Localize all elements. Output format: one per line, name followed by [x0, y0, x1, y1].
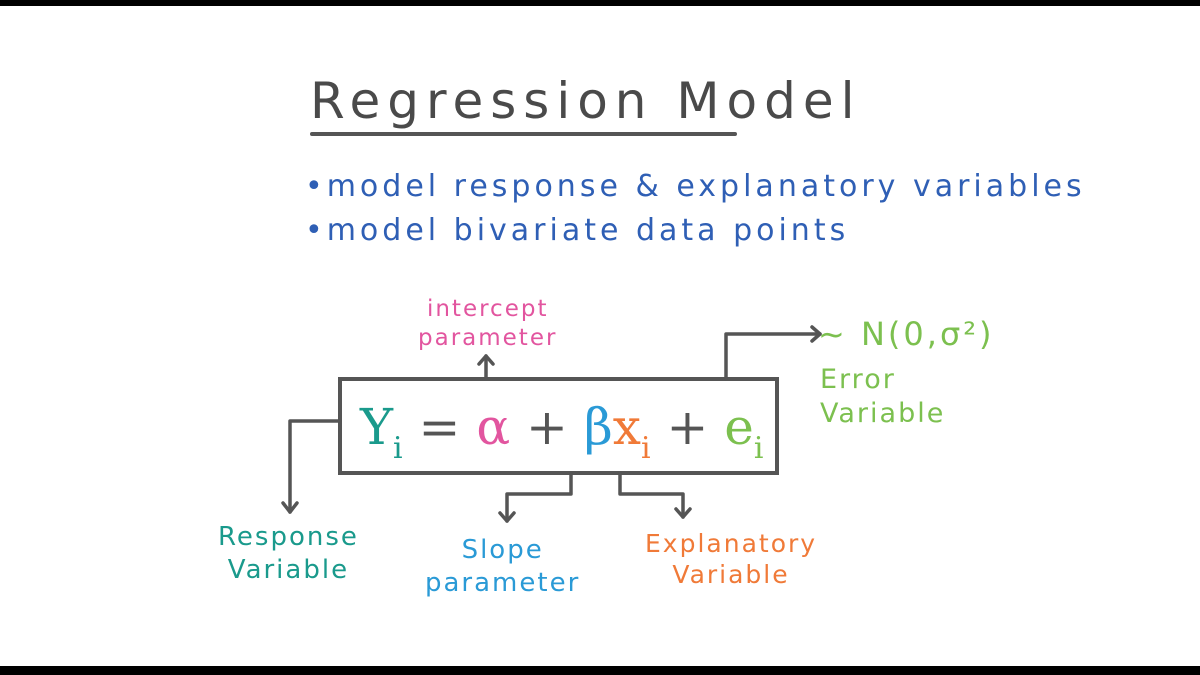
response-arrow: [288, 419, 342, 514]
slope-label-line: Slope: [461, 535, 544, 565]
intercept-arrowhead: [477, 354, 495, 366]
beta-symbol: β: [583, 398, 613, 456]
response-label: Response Variable: [218, 521, 359, 586]
intercept-label-line: parameter: [418, 324, 558, 351]
plus-sign: +: [526, 398, 568, 456]
error-distribution: ~ N(0,σ²): [818, 315, 995, 353]
slope-arrow: [505, 471, 573, 523]
error-arrowhead: [810, 325, 822, 343]
error-arrow: [724, 332, 822, 381]
x-subscript: i: [640, 431, 651, 466]
error-symbol: e: [724, 398, 754, 456]
response-label-line: Response: [218, 522, 359, 552]
explanatory-label-line: Variable: [672, 560, 790, 590]
regression-equation: Yi = α + βxi + ei: [360, 402, 763, 464]
error-subscript: i: [753, 431, 764, 466]
explanatory-arrow: [618, 471, 685, 519]
intercept-label-line: intercept: [426, 296, 549, 322]
whiteboard: Regression Model •model response & expla…: [0, 6, 1200, 666]
error-label-line: Variable: [820, 397, 946, 429]
plus-sign: +: [666, 398, 709, 456]
explanatory-label: Explanatory Variable: [645, 528, 817, 591]
explanatory-arrowhead: [674, 507, 692, 519]
bullet-item: •model bivariate data points: [305, 213, 850, 248]
error-label: Error Variable: [820, 363, 945, 431]
equation-box: [338, 377, 779, 475]
slope-label-line: parameter: [425, 567, 581, 598]
response-label-line: Variable: [227, 554, 350, 585]
response-subscript: i: [393, 431, 403, 466]
slope-label: Slope parameter: [425, 534, 580, 599]
page-title: Regression Model: [310, 72, 862, 130]
response-arrowhead: [281, 501, 299, 514]
response-symbol: Y: [360, 398, 394, 456]
alpha-symbol: α: [476, 398, 511, 456]
intercept-label: intercept parameter: [418, 295, 557, 353]
equals-sign: =: [418, 398, 461, 456]
error-label-line: Error: [820, 364, 896, 395]
x-symbol: x: [612, 398, 641, 456]
diagram-lines: [281, 132, 822, 523]
bullet-item: •model response & explanatory variables: [305, 169, 1086, 204]
explanatory-label-line: Explanatory: [645, 529, 818, 558]
slope-arrowhead: [498, 511, 516, 523]
